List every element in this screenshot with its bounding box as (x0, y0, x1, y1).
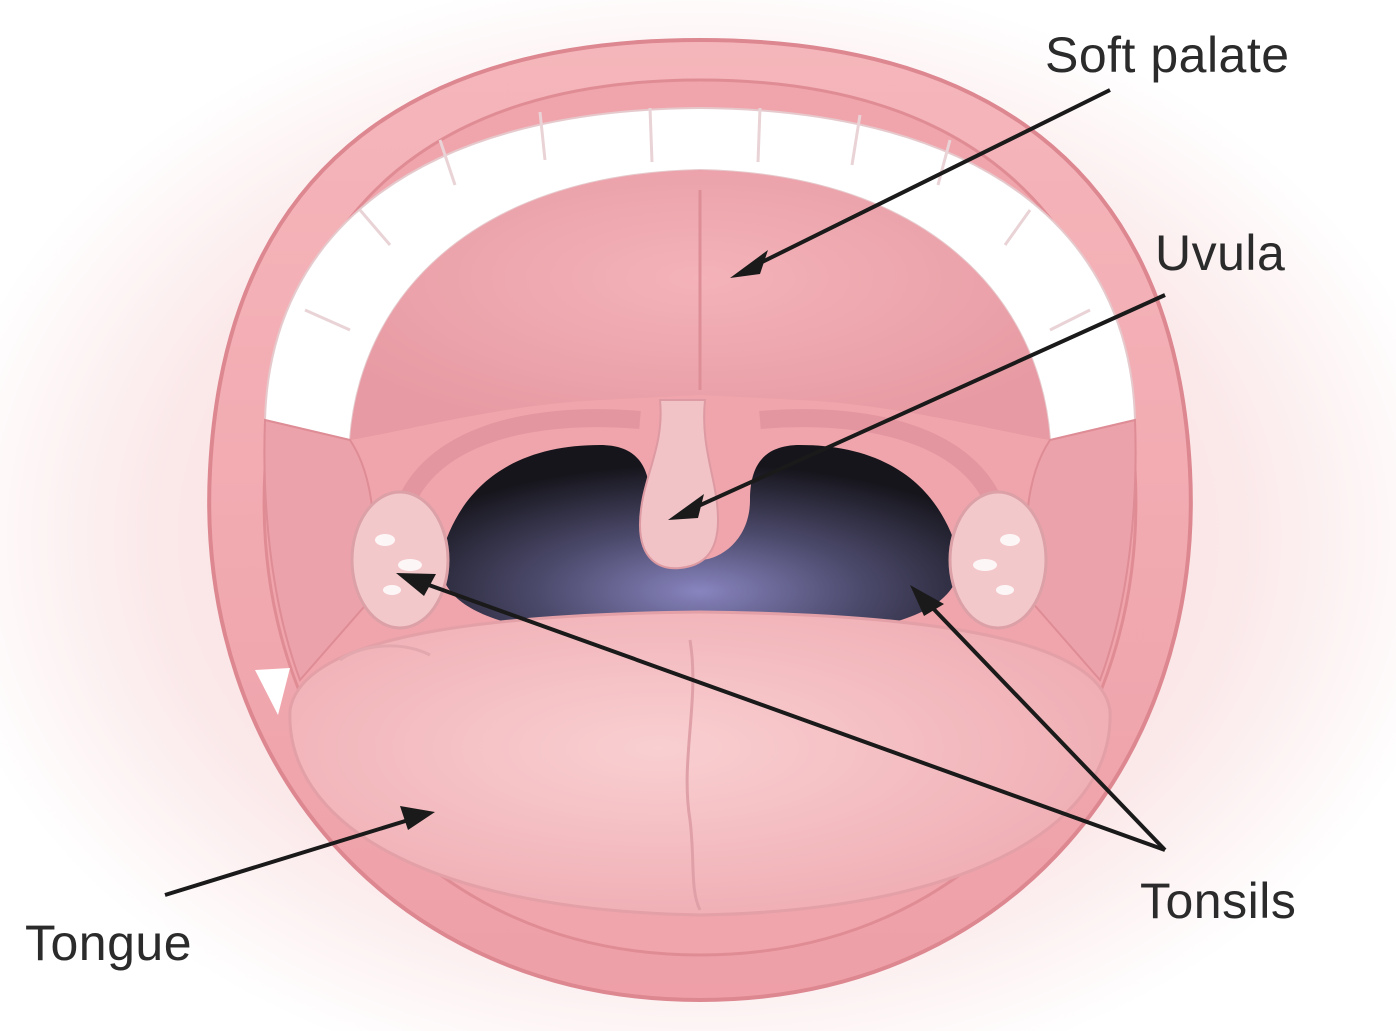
label-tonsils: Tonsils (1140, 873, 1296, 929)
right-tonsil (950, 492, 1046, 628)
label-uvula: Uvula (1155, 225, 1285, 281)
label-tongue: Tongue (25, 915, 192, 971)
label-soft-palate: Soft palate (1045, 27, 1290, 83)
left-tonsil (352, 492, 448, 628)
